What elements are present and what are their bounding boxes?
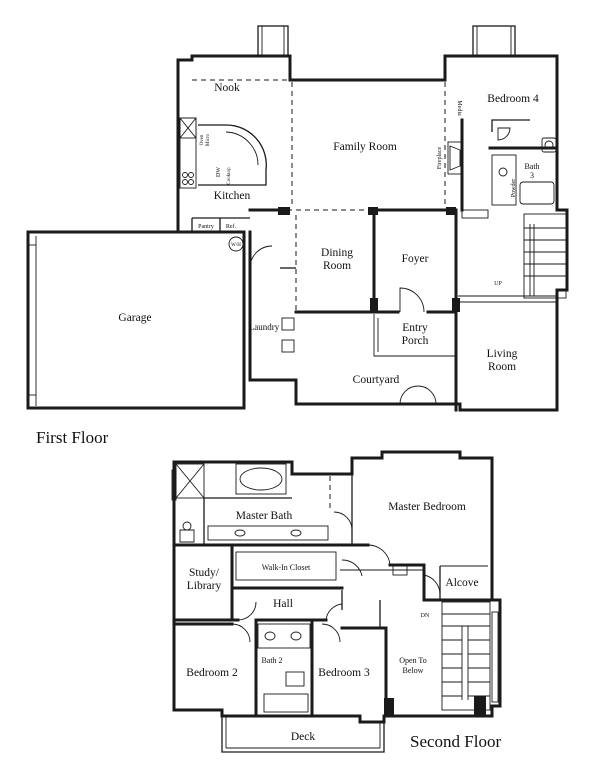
room-label-alcove: Alcove	[445, 577, 478, 589]
room-label-open-to-below-line2: Below	[403, 666, 424, 675]
tub-master	[235, 463, 287, 495]
fixture-label-ref: Ref.	[226, 223, 237, 230]
fixture-label-fireplace: Fireplace	[437, 147, 443, 170]
fixture-label-dw: DW	[216, 167, 222, 177]
room-label-bedroom-4: Bedroom 4	[487, 93, 539, 105]
deck-outline	[221, 716, 385, 753]
fixture-label-dn: DN	[421, 613, 430, 619]
fixture-label-wh: W/H	[231, 243, 241, 248]
walk-in-closet	[235, 551, 337, 581]
vanity-bath2	[257, 623, 311, 649]
room-label-living-line1: Living	[487, 348, 518, 360]
fixture-label-powder: Powder	[511, 179, 517, 197]
floor-title-second: Second Floor	[410, 732, 501, 751]
room-label-dining-line2: Room	[323, 260, 351, 272]
room-label-bath-2: Bath 2	[261, 656, 282, 665]
second-floor-outline	[172, 450, 502, 724]
garage-walls	[26, 230, 246, 410]
room-label-walk-in-closet: Walk-In Closet	[262, 563, 311, 572]
room-label-laundry: Laundry	[249, 322, 280, 332]
vanity-master	[207, 525, 329, 541]
room-label-family-room: Family Room	[333, 141, 397, 153]
tub-bath2	[263, 693, 309, 713]
room-label-kitchen: Kitchen	[214, 190, 251, 202]
second-floor-plan: Master Bath Master Bedroom Study/ Librar…	[171, 450, 502, 753]
room-label-courtyard: Courtyard	[353, 374, 400, 386]
fixture-label-up: UP	[494, 281, 502, 287]
fixture-label-media: Media	[456, 100, 462, 116]
room-label-bath3-line2: 3	[530, 171, 534, 180]
fixture-label-oven: Oven	[200, 134, 205, 145]
room-label-bath3-line1: Bath	[524, 162, 539, 171]
room-label-nook: Nook	[214, 82, 240, 94]
room-label-master-bath: Master Bath	[236, 510, 293, 522]
fixture-label-micro: Micro	[206, 133, 211, 146]
room-label-study-line2: Library	[187, 580, 222, 592]
first-floor-outline	[176, 54, 569, 412]
stair-second-floor	[441, 601, 491, 711]
room-label-living-line2: Room	[488, 361, 516, 373]
room-label-foyer: Foyer	[402, 253, 429, 265]
stair-first-floor	[523, 213, 567, 299]
room-label-porch-line2: Porch	[402, 335, 429, 347]
room-label-entry-line1: Entry	[402, 322, 428, 334]
room-label-study-line1: Study/	[189, 567, 220, 579]
fixture-label-pantry: Pantry	[198, 224, 214, 230]
room-label-dining-line1: Dining	[321, 247, 353, 259]
water-heater	[228, 236, 244, 252]
first-floor-plan: Nook Family Room Bedroom 4 Kitchen Garag…	[26, 25, 569, 447]
chimney-bedroom4	[472, 25, 516, 57]
room-label-master-bedroom: Master Bedroom	[388, 501, 466, 513]
chimney-nook	[257, 25, 289, 57]
kitchen-counter	[198, 124, 267, 186]
room-label-bedroom-3: Bedroom 3	[318, 667, 370, 679]
room-label-bedroom-2: Bedroom 2	[186, 667, 238, 679]
room-label-deck: Deck	[291, 731, 316, 743]
room-label-open-to-below-line1: Open To	[399, 656, 427, 665]
room-label-garage: Garage	[118, 312, 151, 324]
room-label-hall: Hall	[273, 598, 293, 610]
fixture-label-cooktop: Cooktop	[227, 167, 232, 185]
floor-title-first: First Floor	[36, 428, 109, 447]
